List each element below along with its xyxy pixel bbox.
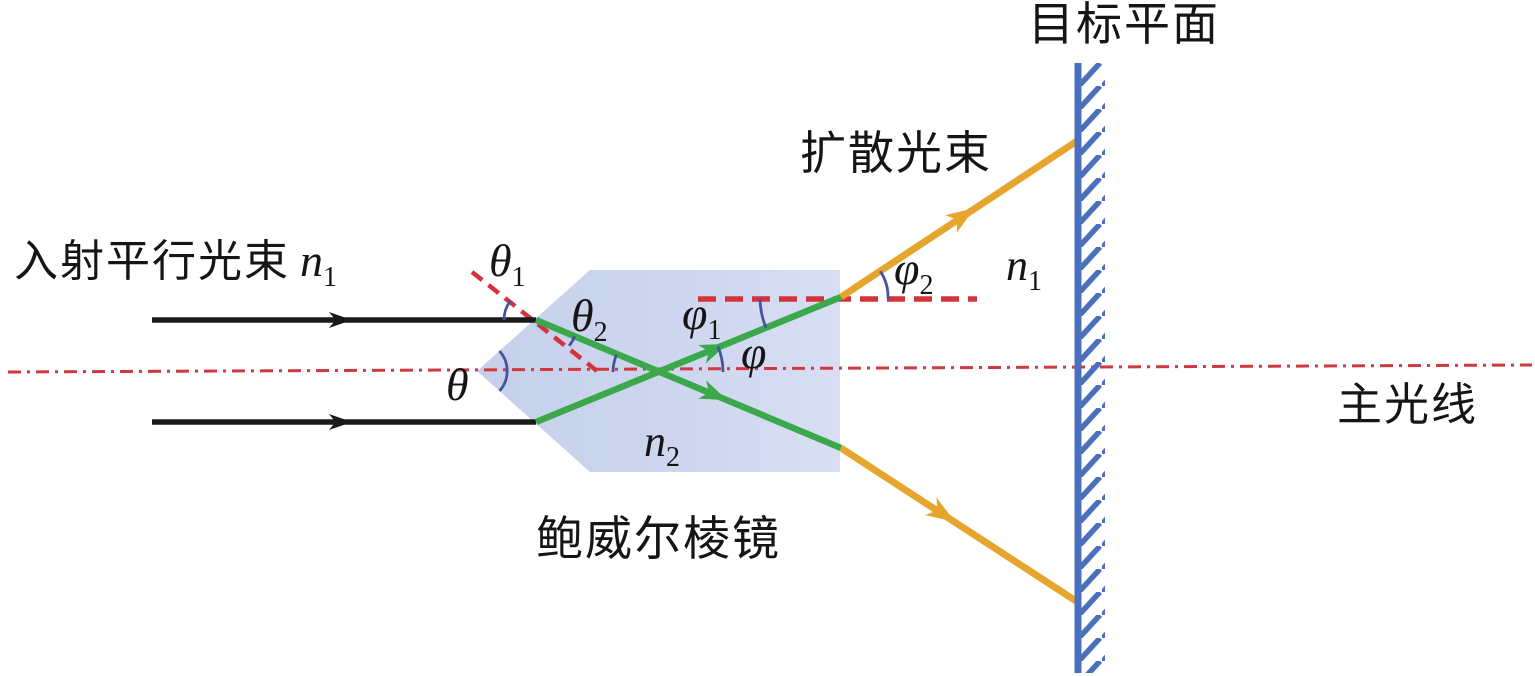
crossing-left-angle-arc (611, 353, 618, 373)
diffused-ray-top-arrowhead-icon (945, 208, 975, 233)
diffused-ray-bottom (839, 445, 1081, 606)
prism-medium-label: n2 (644, 417, 680, 473)
theta2-angle-arc (568, 335, 576, 347)
incident-beam-top-arrowhead-icon (329, 312, 352, 328)
incident-beam-label: 入射平行光束 n1 (14, 235, 337, 293)
target-plane-label: 目标平面 (1028, 0, 1220, 50)
diffused-beam-label: 扩散光束 (800, 128, 992, 179)
refracted-ray-up (534, 293, 843, 426)
target-plane-hatching (1078, 63, 1105, 673)
phi2-label: φ2 (894, 243, 934, 301)
powell-prism-label: 鲍威尔棱镜 (536, 514, 781, 566)
principal-axis-line (7, 363, 1533, 374)
refracted-ray-down (534, 317, 843, 451)
theta2-label: θ2 (571, 290, 608, 348)
entry-normal-dashed-line (470, 270, 599, 373)
incident-beam-text: 入射平行光束 (14, 237, 290, 286)
phi-label: φ (741, 327, 767, 378)
theta-apex-label: θ (446, 359, 469, 410)
phi2-angle-arc (879, 270, 890, 300)
outer-medium-label: n1 (1006, 241, 1042, 297)
phi1-angle-arc (758, 298, 768, 329)
phi-angle-arc (716, 346, 725, 373)
incident-medium-symbol: n (300, 235, 323, 286)
theta1-angle-arc (502, 299, 512, 321)
theta-apex-angle-arc (498, 350, 509, 392)
phi1-label: φ1 (682, 288, 722, 346)
refracted-ray-down-arrowhead-icon (698, 380, 727, 400)
principal-ray-label: 主光线 (1337, 380, 1479, 430)
incident-beam-bottom-arrowhead-icon (329, 414, 352, 430)
theta1-label: θ1 (489, 235, 526, 293)
diffused-ray-bottom-arrowhead-icon (924, 497, 955, 522)
